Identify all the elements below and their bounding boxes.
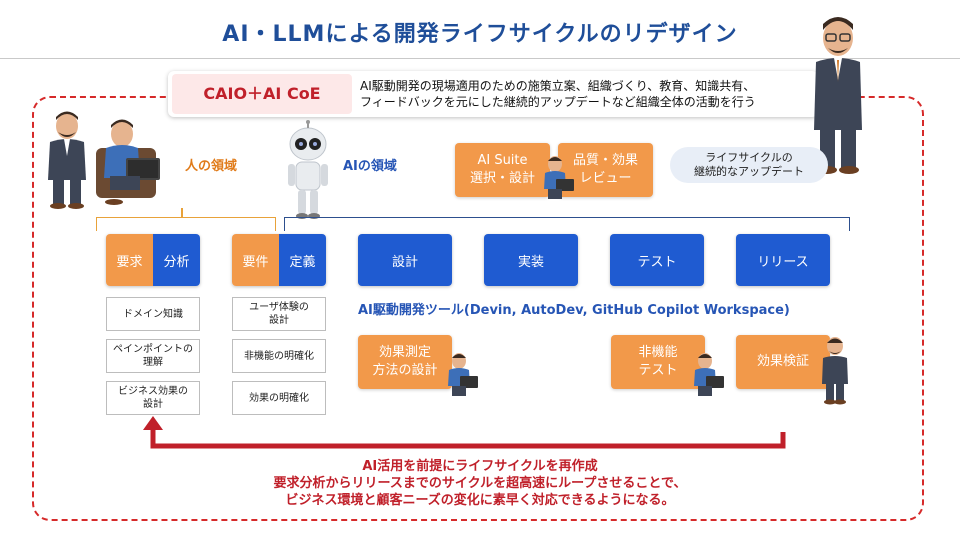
- measure-line1: 効果測定: [378, 345, 431, 360]
- requirements-item: ペインポイントの理解: [106, 339, 200, 373]
- bottom-line2: 要求分析からリリースまでのサイクルを超高速にループさせることで、: [273, 476, 687, 491]
- phase-design: 設計: [358, 234, 452, 286]
- caio-description-line2: フィードバックを元にした継続的アップデートなど組織全体の活動を行う: [360, 95, 756, 109]
- ai-domain-label: AIの領域: [343, 159, 397, 174]
- caio-label: CAIO＋AI CoE: [203, 84, 321, 103]
- nfr-line2: テスト: [638, 363, 678, 378]
- definition-item-line1: 非機能の明確化: [244, 350, 314, 362]
- requirements-item: ビジネス効果の設計: [106, 381, 200, 415]
- ai-suite-button: AI Suite 選択・設計: [455, 143, 550, 197]
- requirements-item-line1: ドメイン知識: [123, 308, 183, 320]
- requirements-item-line2: 設計: [143, 399, 163, 410]
- quality-line1: 品質・効果: [572, 153, 638, 168]
- nfr-line1: 非機能: [638, 345, 678, 360]
- cycle-update-line2: 継続的なアップデート: [694, 165, 804, 178]
- title-divider: [0, 58, 960, 59]
- definition-item: 効果の明確化: [232, 381, 326, 415]
- laptop-worker-icon: [694, 353, 724, 396]
- businessman-icon: [822, 337, 848, 405]
- phase-test: テスト: [610, 234, 704, 286]
- cycle-update-line1: ライフサイクルの: [705, 151, 793, 164]
- requirements-item-line1: ペインポイントの: [113, 344, 193, 355]
- ai-domain-bracket: [284, 217, 850, 231]
- caio-description: AI駆動開発の現場適用のための施策立案、組織づくり、教育、知識共有、 フィードバ…: [360, 78, 820, 110]
- human-domain-bracket: [96, 217, 276, 231]
- ai-suite-line2: 選択・設計: [469, 171, 535, 186]
- human-domain-label: 人の領域: [185, 159, 238, 174]
- robot-icon: [288, 120, 328, 219]
- definition-item-line1: 効果の明確化: [249, 392, 309, 404]
- bottom-line1: AI活用を前提にライフサイクルを再作成: [362, 459, 598, 474]
- ai-tools-label: AI駆動開発ツール(Devin, AutoDev, GitHub Copilot…: [358, 303, 790, 318]
- lifecycle-update-pill: ライフサイクルの継続的なアップデート: [670, 147, 828, 183]
- phase-definition-part1: 要件: [232, 234, 279, 286]
- human-bracket-tick: [181, 208, 183, 217]
- definition-item-line1: ユーザ体験の: [249, 302, 309, 313]
- requirements-item-line2: 理解: [143, 357, 163, 368]
- phase-requirements-part1: 要求: [106, 234, 153, 286]
- verify-label: 効果検証: [756, 354, 809, 369]
- caio-label-bg: [172, 74, 352, 114]
- laptop-worker-icon: [448, 353, 478, 396]
- bottom-line3: ビジネス環境と顧客ニーズの変化に素早く対応できるようになる。: [285, 493, 675, 508]
- phase-release: リリース: [736, 234, 830, 286]
- phase-requirements-analysis: 要求 分析: [106, 234, 200, 286]
- requirements-item: ドメイン知識: [106, 297, 200, 331]
- definition-item: ユーザ体験の設計: [232, 297, 326, 331]
- phase-requirements-definition: 要件 定義: [232, 234, 326, 286]
- nfr-test-button: 非機能テスト: [611, 335, 705, 389]
- measure-line2: 方法の設計: [372, 363, 438, 378]
- phase-requirements-part2: 分析: [153, 234, 200, 286]
- effect-verify-button: 効果検証: [736, 335, 830, 389]
- definition-item: 非機能の明確化: [232, 339, 326, 373]
- ai-suite-line1: AI Suite: [477, 153, 528, 168]
- phase-definition-part2: 定義: [279, 234, 326, 286]
- bottom-summary: AI活用を前提にライフサイクルを再作成 要求分析からリリースまでのサイクルを超高…: [0, 458, 960, 509]
- phase-implementation: 実装: [484, 234, 578, 286]
- quality-line2: レビュー: [579, 171, 632, 186]
- requirements-item-line1: ビジネス効果の: [118, 386, 188, 397]
- definition-item-line2: 設計: [269, 315, 289, 326]
- businessman-icon: [48, 111, 86, 209]
- laptop-worker-icon: [544, 156, 574, 199]
- caio-description-line1: AI駆動開発の現場適用のための施策立案、組織づくり、教育、知識共有、: [360, 79, 756, 93]
- laptop-worker-icon: [96, 119, 160, 205]
- page-title: AI・LLMによる開発ライフサイクルのリデザイン: [222, 22, 738, 47]
- measure-design-button: 効果測定方法の設計: [358, 335, 452, 389]
